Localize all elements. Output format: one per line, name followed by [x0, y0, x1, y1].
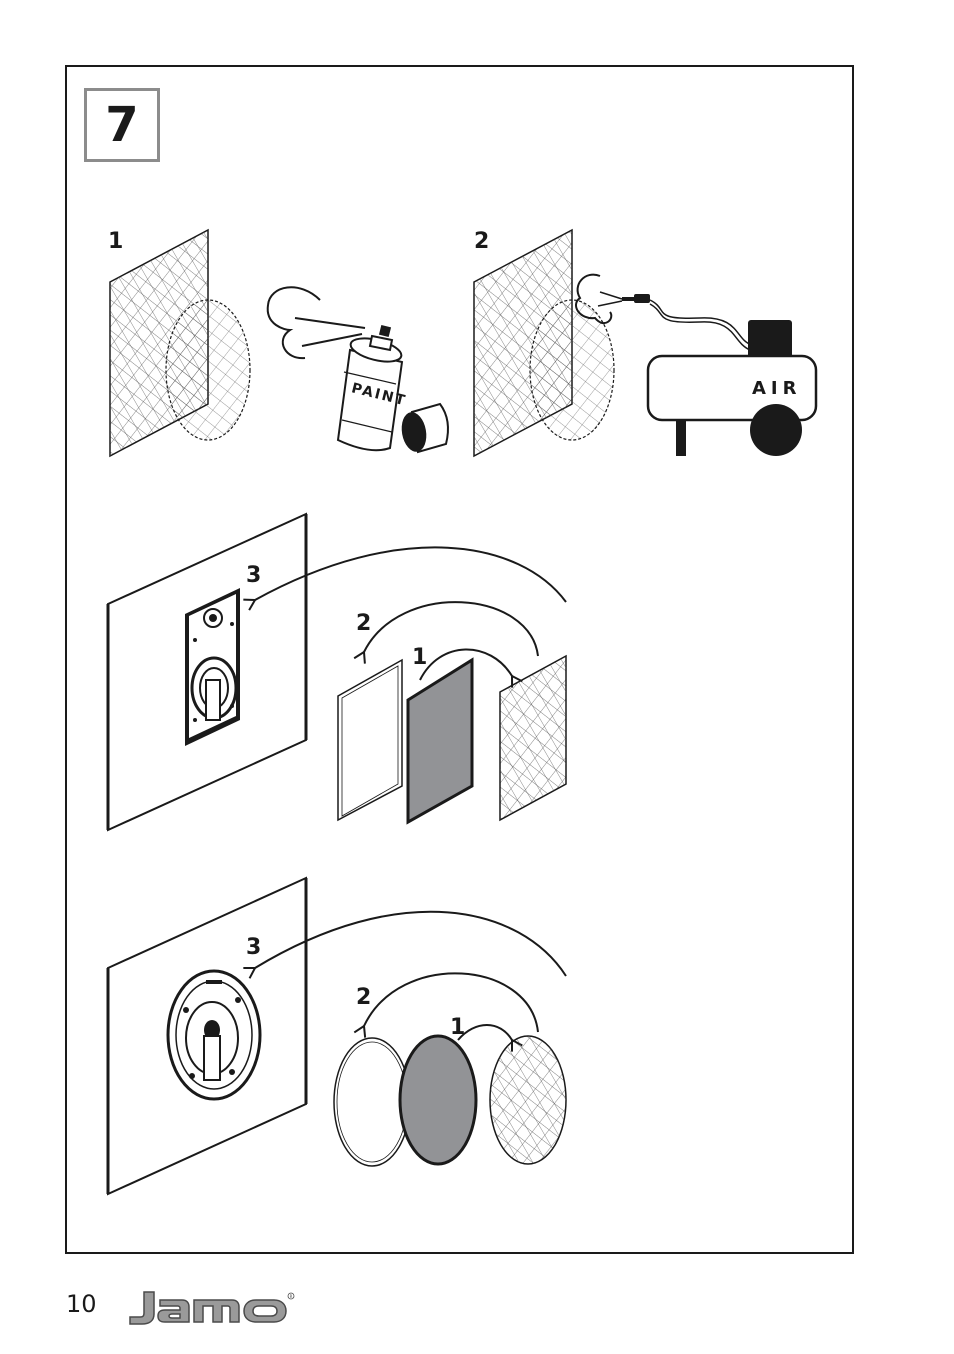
jamo-logo: R [126, 1286, 296, 1326]
svg-text:R: R [290, 1294, 293, 1299]
rect-speaker-icon [185, 588, 240, 746]
arrow-1-round [458, 1025, 512, 1040]
round-gray-cloth [400, 1036, 476, 1164]
middle-step-3-label: 3 [246, 563, 261, 588]
bottom-step-1-label: 1 [450, 1015, 465, 1040]
middle-step-1-label: 1 [412, 645, 427, 670]
spray-cloud-icon [268, 287, 320, 358]
air-compressor-icon: AIR [648, 320, 816, 456]
air-nozzle-icon [634, 294, 650, 303]
bottom-step-2-label: 2 [356, 985, 371, 1010]
bottom-row: 3 2 1 [108, 878, 566, 1194]
top-step-2-label: 2 [474, 229, 489, 254]
arrow-2 [364, 602, 538, 656]
middle-step-2-label: 2 [356, 611, 371, 636]
compressor-label: AIR [752, 378, 802, 399]
can-cap-icon [399, 404, 448, 454]
top-step-2: 2 AIR [474, 229, 816, 456]
rect-frame [338, 660, 402, 820]
round-speaker-icon [168, 971, 260, 1099]
bottom-step-3-label: 3 [246, 935, 261, 960]
top-step-1-label: 1 [108, 229, 123, 254]
round-grille-mesh-2 [530, 300, 614, 440]
middle-row: 3 2 1 [108, 514, 566, 830]
page-number: 10 [66, 1290, 97, 1318]
round-grille-mesh [166, 300, 250, 440]
rect-gray-cloth [408, 660, 472, 822]
spray-can-icon: PAINT [338, 325, 408, 450]
top-step-1: 1 PAINT [108, 229, 448, 456]
